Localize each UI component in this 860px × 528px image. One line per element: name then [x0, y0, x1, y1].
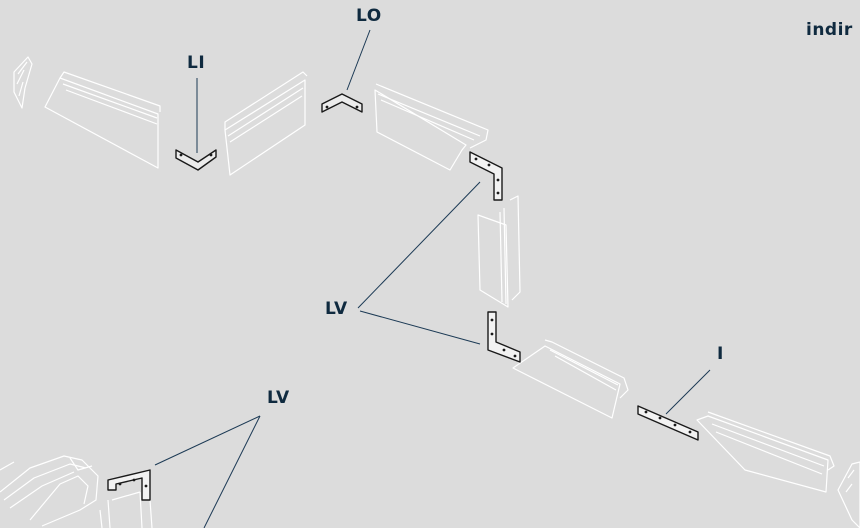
bottom-left-assembly: [0, 455, 153, 528]
header-text: indir: [806, 20, 853, 40]
leader-lv-bottom: [359, 310, 481, 345]
connector-i: [637, 405, 699, 441]
profile-segment-3: [374, 83, 489, 171]
leader-lv-bottom-left-2: [203, 415, 261, 528]
end-cap-right: [837, 461, 860, 528]
connector-lv-bottom-left: [107, 469, 151, 501]
profile-segment-4: [512, 339, 629, 419]
label-lv-bottom: LV: [267, 388, 290, 408]
profile-segment-vertical: [477, 195, 521, 308]
leader-lv-top: [357, 181, 481, 309]
profile-segment-1: [44, 71, 161, 169]
connector-lv-top: [469, 151, 503, 201]
connector-lo: [321, 93, 363, 113]
connector-holes: [118, 105, 692, 488]
label-i: I: [717, 344, 724, 364]
leader-lo: [346, 29, 371, 91]
leader-i: [665, 369, 711, 415]
leader-lv-bottom-left-1: [154, 415, 261, 466]
profile-segment-2: [224, 71, 308, 176]
profile-segment-5: [696, 411, 835, 493]
end-cap-left: [13, 56, 33, 109]
label-lo: LO: [356, 6, 382, 26]
connector-lv-bottom: [487, 311, 521, 363]
connector-li: [175, 149, 217, 171]
label-lv-main: LV: [325, 299, 348, 319]
label-li: LI: [187, 53, 206, 73]
